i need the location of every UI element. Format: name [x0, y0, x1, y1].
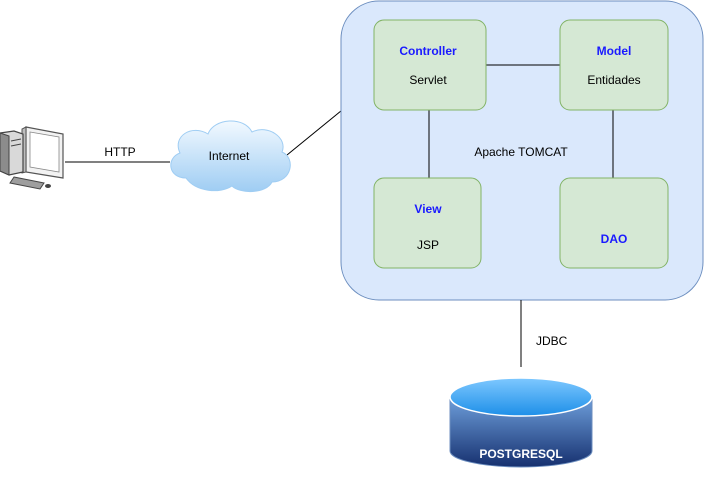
controller-subtitle: Servlet [409, 73, 447, 87]
controller-title: Controller [399, 44, 457, 58]
dao-box: DAO [559, 177, 669, 269]
database-cylinder-icon [449, 377, 593, 468]
view-title: View [414, 202, 442, 216]
view-box: View JSP [373, 177, 482, 269]
controller-box: Controller Servlet [373, 19, 487, 111]
internet-label: Internet [209, 149, 250, 163]
database-label: POSTGRESQL [479, 447, 562, 461]
cloud-icon [170, 120, 291, 192]
model-box: Model Entidades [559, 19, 669, 111]
dao-title: DAO [601, 232, 628, 246]
model-subtitle: Entidades [587, 73, 640, 87]
jdbc-label: JDBC [536, 334, 568, 348]
http-label: HTTP [104, 145, 135, 159]
desktop-computer-icon [0, 126, 64, 190]
server-label: Apache TOMCAT [474, 145, 568, 159]
model-title: Model [597, 44, 632, 58]
view-subtitle: JSP [417, 238, 439, 252]
